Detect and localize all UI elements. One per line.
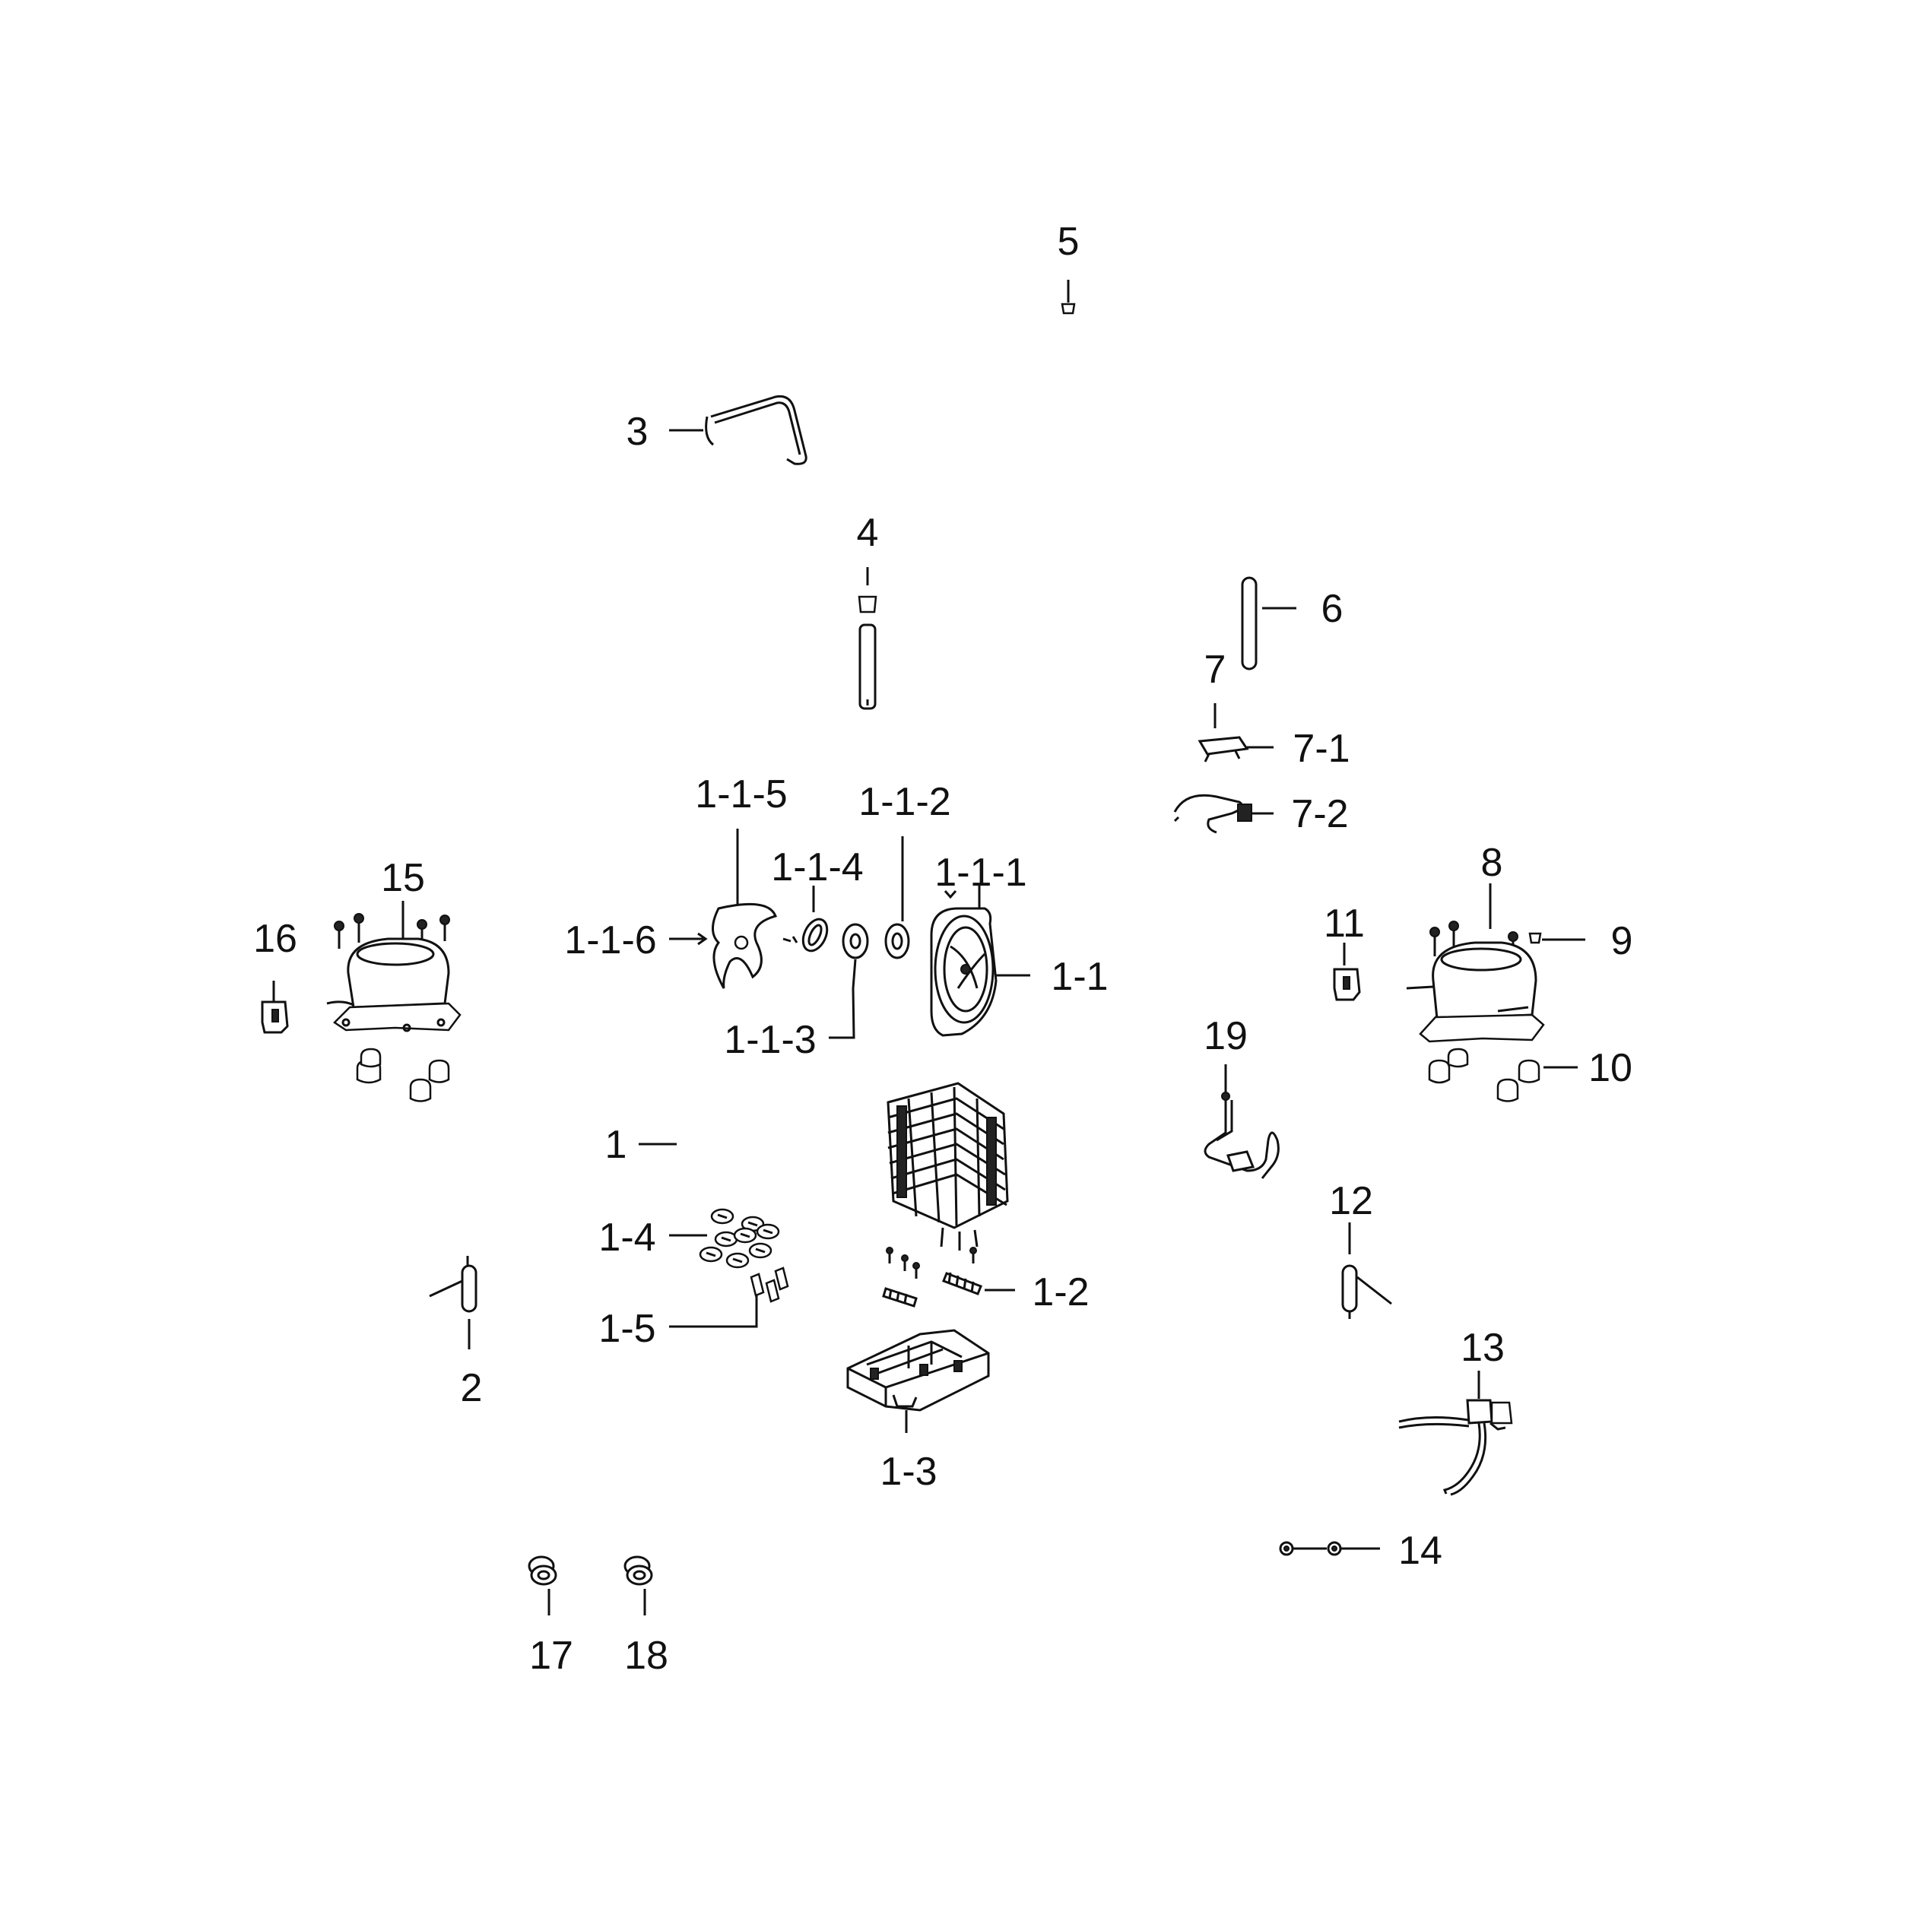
part-1-1-fan-shroud bbox=[930, 883, 1030, 1037]
part-19-drier-tube bbox=[1204, 1064, 1280, 1179]
callout-6: 6 bbox=[1321, 587, 1344, 631]
callout-18: 18 bbox=[624, 1634, 668, 1678]
part-1-2-heater bbox=[882, 1247, 1015, 1308]
callout-1-1-4: 1-1-4 bbox=[771, 845, 863, 889]
part-6-rod bbox=[1241, 576, 1296, 671]
part-3-pipe bbox=[669, 395, 807, 465]
callout-7-2: 7-2 bbox=[1291, 792, 1348, 836]
part-1-1-5-fan-blade bbox=[669, 829, 778, 989]
callout-labels: 5 3 4 6 7 7-1 7-2 1-1-5 1-1-2 1-1-4 1-1-… bbox=[253, 220, 1632, 1678]
part-1-5-pins bbox=[669, 1267, 789, 1328]
part-1-1-2-clip bbox=[884, 836, 910, 959]
callout-7-1: 7-1 bbox=[1293, 727, 1350, 771]
part-1-3-tray bbox=[846, 1329, 990, 1433]
callout-1-1-6: 1-1-6 bbox=[564, 918, 656, 962]
callout-1-1: 1-1 bbox=[1051, 955, 1108, 999]
callout-1-3: 1-3 bbox=[880, 1450, 937, 1494]
callout-2: 2 bbox=[461, 1366, 483, 1410]
part-8-compressor-right bbox=[1333, 883, 1585, 1102]
part-1-1-4-clip bbox=[782, 886, 829, 953]
callout-7: 7 bbox=[1204, 648, 1226, 692]
grommets-right bbox=[1428, 1048, 1540, 1102]
part-15-compressor-left bbox=[261, 901, 462, 1102]
part-17-grommet bbox=[528, 1555, 557, 1615]
callout-4: 4 bbox=[857, 511, 879, 555]
callout-1-1-5: 1-1-5 bbox=[695, 772, 787, 816]
callout-16: 16 bbox=[253, 917, 297, 961]
callout-10: 10 bbox=[1588, 1046, 1632, 1090]
callout-1-2: 1-2 bbox=[1032, 1270, 1089, 1314]
callout-3: 3 bbox=[627, 410, 649, 454]
callout-8: 8 bbox=[1481, 841, 1503, 885]
part-1-4-clips bbox=[669, 1208, 780, 1269]
callout-12: 12 bbox=[1329, 1179, 1373, 1223]
part-18-grommet bbox=[623, 1555, 653, 1615]
part-13-valve bbox=[1398, 1371, 1513, 1496]
part-1-evaporator bbox=[639, 1082, 1009, 1251]
callout-17: 17 bbox=[529, 1634, 573, 1678]
part-1-1-3-bushing bbox=[829, 923, 869, 1039]
callout-1-1-2: 1-1-2 bbox=[858, 780, 950, 824]
part-14-washers bbox=[1279, 1541, 1380, 1556]
callout-13: 13 bbox=[1461, 1326, 1505, 1370]
part-2-sensor bbox=[429, 1256, 477, 1349]
callout-11: 11 bbox=[1324, 902, 1365, 946]
callout-9: 9 bbox=[1611, 919, 1633, 963]
callout-1-5: 1-5 bbox=[598, 1307, 655, 1351]
part-12-sensor bbox=[1341, 1222, 1392, 1319]
part-4-tube bbox=[858, 567, 877, 710]
callout-14: 14 bbox=[1398, 1529, 1442, 1573]
callout-1-4: 1-4 bbox=[598, 1216, 655, 1260]
callout-1: 1 bbox=[605, 1123, 627, 1167]
callout-15: 15 bbox=[381, 856, 425, 900]
callout-19: 19 bbox=[1204, 1014, 1248, 1058]
part-7-assembly bbox=[1173, 703, 1274, 834]
callout-1-1-1: 1-1-1 bbox=[934, 851, 1026, 895]
grommets-left bbox=[356, 1048, 450, 1102]
part-5-screw bbox=[1061, 280, 1076, 315]
callout-1-1-3: 1-1-3 bbox=[724, 1018, 816, 1062]
callout-5: 5 bbox=[1058, 220, 1080, 264]
